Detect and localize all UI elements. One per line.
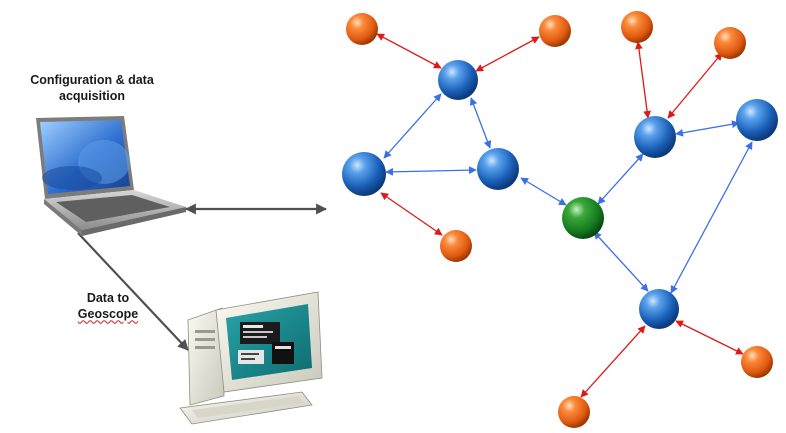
router-node-a	[438, 60, 478, 100]
link-sensor-4-router-d	[667, 52, 723, 119]
sensor-node-4	[714, 27, 746, 59]
link-router-d-router-e	[675, 120, 740, 137]
sensor-node-5	[440, 230, 472, 262]
link-router-b-router-c	[385, 166, 477, 176]
router-nodes	[342, 60, 778, 329]
configuration-label-line1: Configuration & data	[30, 73, 154, 87]
link-router-c-gateway	[520, 177, 567, 206]
sensor-node-7	[558, 396, 590, 428]
link-gateway-router-d	[597, 153, 644, 205]
router-node-d	[634, 116, 676, 158]
sensor-links	[376, 33, 744, 398]
link-gateway-router-f	[593, 231, 649, 292]
wired-links	[77, 203, 328, 351]
sensor-node-3	[621, 11, 653, 43]
gateway-node	[562, 197, 604, 239]
link-router-f-sensor-6	[675, 320, 744, 355]
sensor-nodes	[346, 11, 773, 428]
geoscope-label-line2: Geoscope	[77, 307, 139, 321]
link-router-a-router-c	[469, 97, 492, 149]
desktop-computer-icon	[179, 291, 323, 425]
router-links	[383, 93, 753, 294]
link-laptop-geoscope	[77, 232, 189, 351]
router-node-c	[477, 148, 519, 190]
link-router-f-sensor-7	[580, 325, 646, 398]
geoscope-label-line1: Data to	[86, 291, 130, 305]
laptop-icon	[36, 116, 186, 236]
router-node-e	[736, 99, 778, 141]
geoscope-label: Data to Geoscope	[72, 290, 144, 322]
configuration-label-line2: acquisition	[59, 89, 125, 103]
sensor-node-6	[741, 346, 773, 378]
sensor-node-1	[346, 13, 378, 45]
configuration-label: Configuration & data acquisition	[12, 72, 172, 104]
link-sensor-2-router-a	[475, 36, 540, 72]
sensor-node-2	[539, 15, 571, 47]
link-sensor-3-router-d	[635, 41, 651, 119]
link-router-b-sensor-5	[380, 192, 443, 236]
router-node-b	[342, 152, 386, 196]
router-node-f	[639, 289, 679, 329]
link-router-e-router-f	[670, 141, 753, 294]
link-router-a-router-b	[383, 93, 442, 159]
link-sensor-1-router-a	[376, 33, 442, 69]
